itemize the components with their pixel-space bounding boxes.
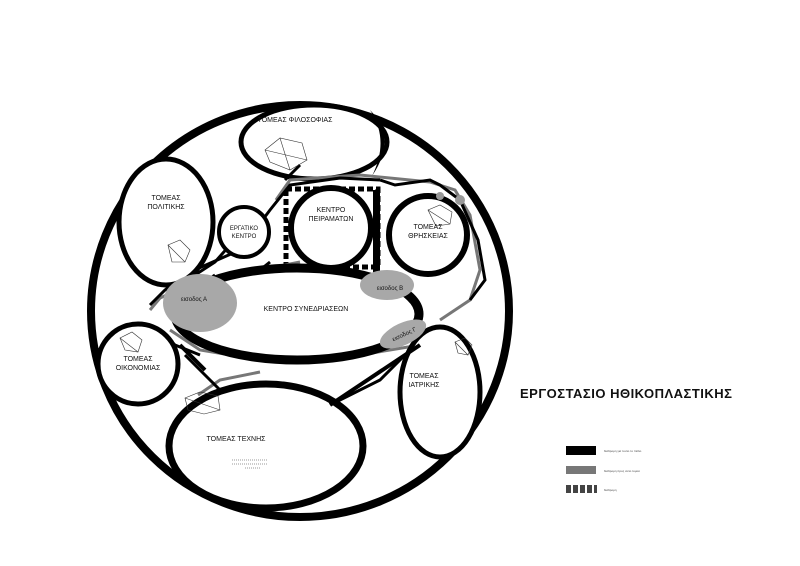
economy-label-1: ΤΟΜΕΑΣ: [123, 356, 153, 363]
religion-zone: [386, 193, 470, 277]
religion-label-1: ΤΟΜΕΑΣ: [413, 224, 443, 231]
economy-zone: [95, 321, 181, 407]
experiments-connector: [373, 190, 380, 273]
religion-label-2: ΘΡΗΣΚΕΙΑΣ: [408, 233, 448, 240]
legend-swatch-gray: [566, 466, 596, 474]
legend-item-3-label: διαδρομη: [604, 488, 617, 492]
art-label: ΤΟΜΕΑΣ ΤΕΧΝΗΣ: [207, 436, 267, 443]
sketch-dot-1: [436, 192, 444, 200]
labor-label-1: ΕΡΓΑΤΙΚΟ: [230, 226, 258, 232]
entrance-b-label: εισοδος Β: [377, 286, 403, 292]
legend-swatch-black: [566, 446, 596, 455]
experiments-zone: [288, 185, 374, 271]
sketch-dot-2: [455, 195, 465, 205]
entrance-a-area: [163, 274, 237, 332]
medicine-zone: [397, 324, 483, 460]
plan-sketches: [119, 137, 473, 469]
politics-zone: [116, 156, 216, 288]
economy-label-2: ΟΙΚΟΝΟΜΙΑΣ: [116, 365, 161, 372]
medicine-label-2: ΙΑΤΡΙΚΗΣ: [408, 382, 440, 389]
philosophy-crescent: [370, 110, 385, 176]
entrance-b-area: [360, 270, 414, 300]
labor-label-2: ΚΕΝΤΡΟ: [232, 234, 257, 240]
page-title: ΕΡΓΟΣΤΑΣΙΟ ΗΘΙΚΟΠΛΑΣΤΙΚΗΣ: [520, 386, 732, 401]
legend-swatch-dashed: [566, 485, 597, 493]
experiments-label-2: ΠΕΙΡΑΜΑΤΩΝ: [309, 216, 354, 223]
philosophy-label: ΤΟΜΕΑΣ ΦΙΛΟΣΟΦΙΑΣ: [258, 117, 334, 124]
politics-label-1: ΤΟΜΕΑΣ: [151, 195, 181, 202]
experiments-label-1: ΚΕΝΤΡΟ: [317, 207, 346, 214]
legend-item-2-label: διαδρομη προς αυτο τομεα: [604, 469, 640, 473]
legend: διαδρομη για τουτο το πεδιο διαδρομη προ…: [566, 446, 642, 493]
art-zone: [165, 380, 367, 512]
entrance-c-area: [379, 319, 427, 349]
conference-connectors: [178, 343, 422, 407]
politics-label-2: ΠΟΛΙΤΙΚΗΣ: [147, 204, 185, 211]
labor-center-zone: [217, 205, 271, 259]
conference-label: ΚΕΝΤΡΟ ΣΥΝΕΔΡΙΑΣΕΩΝ: [264, 306, 349, 313]
legend-item-1-label: διαδρομη για τουτο το πεδιο: [604, 449, 642, 453]
entrance-a-label: εισοδος Α: [181, 297, 207, 303]
medicine-label-1: ΤΟΜΕΑΣ: [409, 373, 439, 380]
